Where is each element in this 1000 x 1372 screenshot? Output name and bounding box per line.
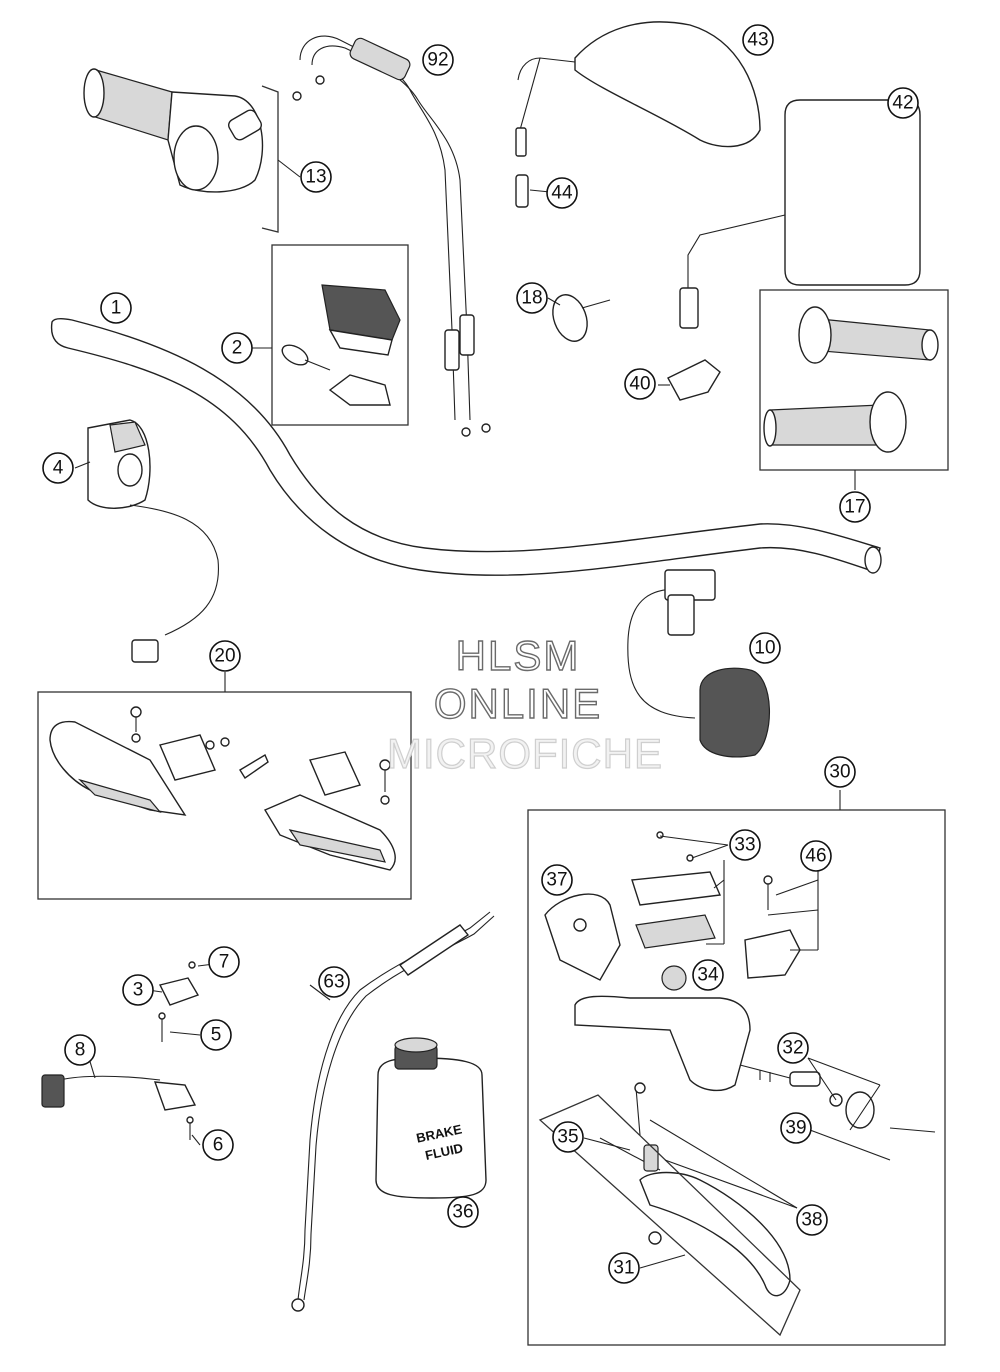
hand-guard-frame [37, 691, 412, 900]
callout-38: 38 [796, 1204, 828, 1236]
grips-frame [759, 289, 949, 471]
callout-13: 13 [300, 161, 332, 193]
callout-4: 4 [42, 452, 74, 484]
callout-34-label: 34 [697, 965, 719, 986]
sensor-cover-parts [41, 961, 200, 1140]
leader-13 [277, 159, 301, 178]
callout-32: 32 [777, 1032, 809, 1064]
callout-34: 34 [692, 959, 724, 991]
right-switch [627, 569, 771, 758]
callout-42-label: 42 [892, 93, 913, 114]
callout-17: 17 [839, 491, 871, 523]
callout-63-label: 63 [323, 972, 344, 993]
leader-lines [74, 189, 891, 1269]
master-cylinder-parts [544, 831, 936, 1297]
lever-frame [538, 1094, 801, 1337]
callout-33-label: 33 [734, 835, 755, 856]
callout-8-label: 8 [75, 1040, 86, 1061]
callout-42: 42 [887, 87, 919, 119]
callout-3-label: 3 [133, 980, 144, 1001]
throttle-grip-assembly [83, 68, 264, 193]
watermark-line3: MICROFICHE [387, 730, 663, 777]
callout-6: 6 [202, 1129, 234, 1161]
watermark-line2: ONLINE [434, 680, 602, 727]
throttle-cables [292, 35, 491, 437]
watermark-line1: HLSM [456, 632, 581, 679]
callout-18-label: 18 [521, 288, 542, 309]
callout-2: 2 [221, 332, 253, 364]
callout-20: 20 [209, 640, 241, 672]
callout-7-label: 7 [219, 952, 230, 973]
callout-46-label: 46 [805, 846, 826, 867]
callout-33: 33 [729, 829, 761, 861]
callout-92: 92 [422, 44, 454, 76]
kill-switch-parts [281, 284, 401, 406]
callout-36-label: 36 [452, 1202, 473, 1223]
left-switch [87, 419, 220, 663]
callout-37-label: 37 [546, 870, 567, 891]
callout-46: 46 [800, 840, 832, 872]
callout-35: 35 [552, 1121, 584, 1153]
callout-63: 63 [318, 966, 350, 998]
callout-40-label: 40 [629, 374, 650, 395]
callout-30-label: 30 [829, 762, 850, 783]
callout-43: 43 [742, 24, 774, 56]
callout-10-label: 10 [754, 638, 775, 659]
callout-10: 10 [749, 632, 781, 664]
callout-2-label: 2 [232, 338, 243, 359]
callout-44-label: 44 [551, 183, 573, 204]
callout-3: 3 [122, 974, 154, 1006]
callout-8: 8 [64, 1034, 96, 1066]
callout-38-label: 38 [801, 1210, 822, 1231]
callout-39: 39 [780, 1112, 812, 1144]
callout-37: 37 [541, 864, 573, 896]
callout-7: 7 [208, 946, 240, 978]
callout-36: 36 [447, 1196, 479, 1228]
callout-32-label: 32 [782, 1038, 803, 1059]
callout-6-label: 6 [213, 1135, 224, 1156]
cable-tie-and-clamp [552, 294, 721, 401]
watermark: HLSM ONLINE MICROFICHE [386, 631, 663, 777]
kill-switch-frame [271, 244, 409, 426]
callout-1-label: 1 [111, 298, 122, 319]
callout-30: 30 [824, 756, 856, 788]
callout-44: 44 [546, 177, 578, 209]
callout-92-label: 92 [427, 50, 448, 71]
master-cylinder-frame [527, 809, 946, 1346]
callout-40: 40 [624, 368, 656, 400]
callout-5: 5 [200, 1019, 232, 1051]
callout-43-label: 43 [747, 30, 768, 51]
brake-fluid-can: BRAKE FLUID [375, 1037, 487, 1199]
callout-20-label: 20 [214, 646, 235, 667]
callout-31-label: 31 [613, 1258, 634, 1279]
callout-4-label: 4 [53, 458, 64, 479]
callout-1: 1 [100, 292, 132, 324]
callout-13-label: 13 [305, 167, 326, 188]
mirrors [515, 21, 921, 329]
callout-17-label: 17 [844, 497, 865, 518]
callout-39-label: 39 [785, 1118, 806, 1139]
grips-parts [763, 306, 939, 453]
handlebar [50, 317, 882, 576]
hand-guard-parts [49, 706, 396, 871]
callout-31: 31 [608, 1252, 640, 1284]
clutch-line [291, 911, 495, 1312]
throttle-bracket-line [261, 85, 279, 233]
callout-35-label: 35 [557, 1127, 578, 1148]
callout-5-label: 5 [211, 1025, 222, 1046]
callout-18: 18 [516, 282, 548, 314]
